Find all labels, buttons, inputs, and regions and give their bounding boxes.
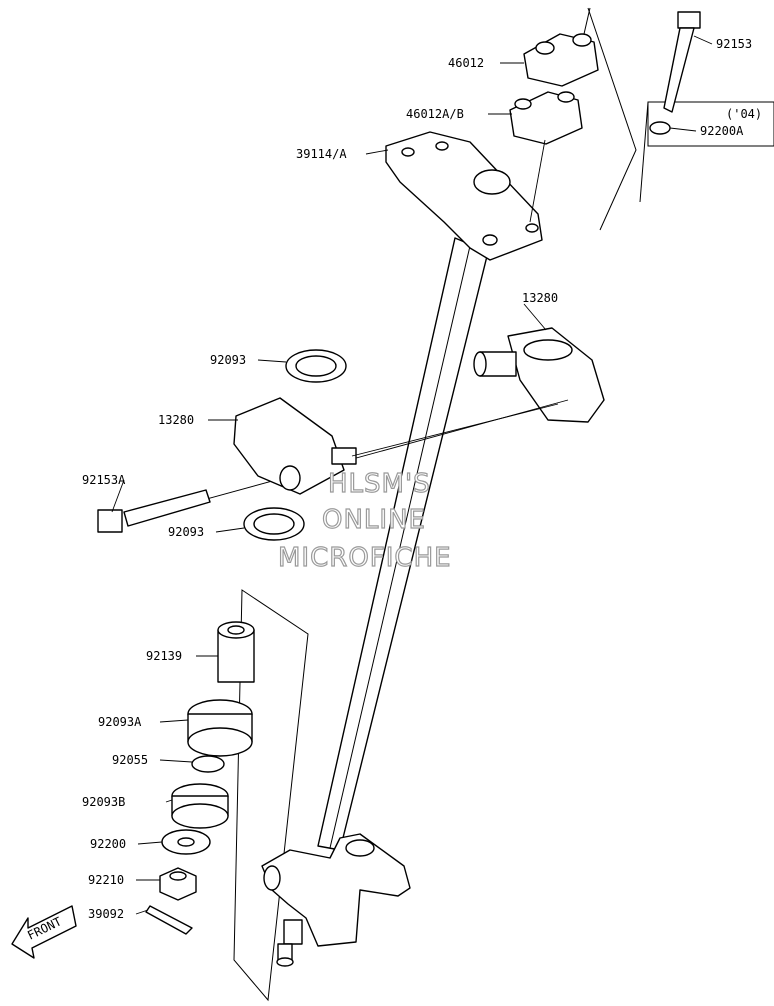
handlebar-holders: [509, 33, 599, 223]
watermark: HLSM'S ONLINE MICROFICHE: [277, 468, 452, 573]
label-leaders: [111, 35, 713, 915]
lower-bearing-stack: [145, 621, 255, 935]
steering-block-left: [233, 397, 559, 495]
label-92093b[interactable]: 92093B: [82, 795, 125, 809]
front-direction-badge: FRONT: [11, 905, 77, 959]
year-note: ('04): [726, 107, 762, 121]
label-92210[interactable]: 92210: [88, 873, 124, 887]
steering-shaft: [261, 237, 489, 967]
label-92200a[interactable]: 92200A: [700, 124, 744, 138]
handlebar-bracket: [385, 131, 543, 261]
label-92139[interactable]: 92139: [146, 649, 182, 663]
label-92153[interactable]: 92153: [716, 37, 752, 51]
seals-92093: [243, 349, 347, 541]
bolt-92153a: [97, 489, 211, 533]
watermark-line-1: HLSM'S: [328, 469, 431, 499]
part-labels: 46012 46012A/B 39114/A 92153 ('04) 92200…: [82, 37, 762, 921]
bolt-92153: [649, 11, 701, 135]
label-92093-top[interactable]: 92093: [210, 353, 246, 367]
steering-block-right: [129, 327, 605, 521]
label-13280-right[interactable]: 13280: [522, 291, 558, 305]
label-92093a[interactable]: 92093A: [98, 715, 142, 729]
reference-planes: [233, 7, 774, 1002]
label-46012[interactable]: 46012: [448, 56, 484, 70]
label-39092[interactable]: 39092: [88, 907, 124, 921]
label-46012ab[interactable]: 46012A/B: [406, 107, 464, 121]
label-92153a[interactable]: 92153A: [82, 473, 126, 487]
label-39114a[interactable]: 39114/A: [296, 147, 347, 161]
watermark-line-3: MICROFICHE: [278, 543, 452, 573]
label-13280-left[interactable]: 13280: [158, 413, 194, 427]
label-92055[interactable]: 92055: [112, 753, 148, 767]
label-92093-bottom[interactable]: 92093: [168, 525, 204, 539]
watermark-line-2: ONLINE: [322, 505, 426, 535]
label-92200[interactable]: 92200: [90, 837, 126, 851]
